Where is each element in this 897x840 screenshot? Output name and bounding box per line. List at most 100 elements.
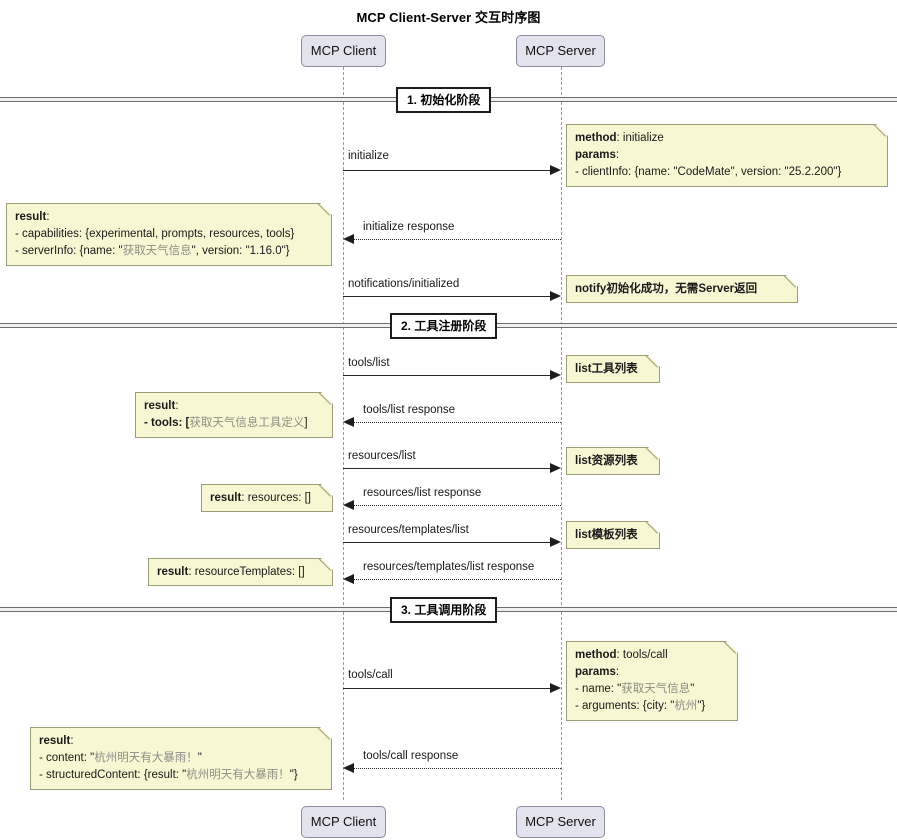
- note-line: - structuredContent: {result: "杭州明天有大暴雨！…: [39, 767, 323, 784]
- note-line: list资源列表: [575, 453, 651, 469]
- arrowhead-right-resources-templates-list: [550, 537, 561, 547]
- note-list-tools: list工具列表: [566, 355, 660, 383]
- participant-server-bottom[interactable]: MCP Server: [516, 806, 605, 838]
- note-line: - serverInfo: {name: "获取天气信息", version: …: [15, 243, 323, 260]
- note-line: method: tools/call: [575, 647, 729, 664]
- note-line: result: resourceTemplates: []: [157, 564, 324, 580]
- arrowhead-left-resources-list-response: [343, 500, 354, 510]
- note-initialize-request: method: initialize params: - clientInfo:…: [566, 124, 888, 187]
- note-text-cn: 获取天气信息: [122, 245, 192, 257]
- note-val: :: [70, 735, 74, 747]
- message-arrow-resources-templates-list: [343, 542, 553, 543]
- note-key: notify: [575, 283, 607, 295]
- note-val: :: [46, 211, 50, 223]
- arrowhead-right-notifications-initialized: [550, 291, 561, 301]
- note-key: result: [210, 492, 242, 504]
- note-line: list模板列表: [575, 527, 651, 543]
- note-text: - tools: [: [144, 417, 190, 429]
- note-text-cn: 资源列表: [591, 455, 638, 467]
- phase-divider-1: 1. 初始化阶段: [0, 87, 897, 113]
- message-label-initialize-response: initialize response: [363, 221, 455, 233]
- participant-server-top[interactable]: MCP Server: [516, 35, 605, 67]
- note-text: ": [197, 752, 202, 764]
- note-text-cn: 杭州: [674, 700, 698, 712]
- note-resources-list-response: result: resources: []: [201, 484, 333, 512]
- note-key: list: [575, 455, 592, 467]
- note-line: - arguments: {city: "杭州"}: [575, 698, 729, 715]
- note-key: params: [575, 149, 616, 161]
- arrowhead-left-resources-templates-list-response: [343, 574, 354, 584]
- phase-label-3: 3. 工具调用阶段: [390, 597, 498, 623]
- note-line: - name: "获取天气信息": [575, 681, 729, 698]
- note-text-cn: 返回: [734, 283, 758, 295]
- note-val: :: [175, 400, 179, 412]
- note-val: :: [615, 149, 620, 161]
- note-line: method: initialize: [575, 130, 879, 147]
- note-line: notify初始化成功，无需Server返回: [575, 281, 789, 297]
- note-text: "}: [289, 769, 298, 781]
- phase-divider-2: 2. 工具注册阶段: [0, 313, 897, 339]
- note-text: - content: ": [39, 752, 95, 764]
- message-arrow-resources-templates-list-response: [351, 579, 561, 580]
- note-key: params: [575, 666, 616, 678]
- note-fold-edge: [319, 203, 332, 216]
- note-val: : resources: []: [241, 492, 311, 504]
- note-line: - content: "杭州明天有大暴雨！": [39, 750, 323, 767]
- message-arrow-tools-list-response: [351, 422, 561, 423]
- message-label-initialize: initialize: [348, 150, 389, 162]
- note-val: : initialize: [616, 132, 664, 144]
- note-text-cn: 初始化成功，无需: [606, 283, 699, 295]
- message-label-tools-call: tools/call: [348, 669, 393, 681]
- note-text-cn: 工具列表: [591, 363, 638, 375]
- note-fold-edge: [319, 727, 332, 740]
- note-text-cn: 获取天气信息工具定义: [189, 417, 305, 429]
- message-label-tools-call-response: tools/call response: [363, 750, 459, 762]
- note-text: - arguments: {city: ": [575, 700, 675, 712]
- note-key: result: [15, 211, 47, 223]
- note-initialize-response: result: - capabilities: {experimental, p…: [6, 203, 332, 266]
- note-key: method: [575, 132, 617, 144]
- note-key: list: [575, 529, 592, 541]
- note-text: "}: [697, 700, 706, 712]
- message-arrow-resources-list: [343, 468, 553, 469]
- note-key: result: [157, 566, 189, 578]
- note-line: params:: [575, 147, 879, 164]
- note-line: list工具列表: [575, 361, 651, 377]
- arrowhead-right-initialize: [550, 165, 561, 175]
- note-fold-edge: [725, 641, 738, 654]
- note-text: Server: [698, 283, 735, 295]
- message-arrow-initialize-response: [351, 239, 561, 240]
- note-list-resources: list资源列表: [566, 447, 660, 475]
- message-arrow-tools-list: [343, 375, 553, 376]
- note-val: : tools/call: [616, 649, 668, 661]
- note-text: ": [690, 683, 695, 695]
- note-text: - serverInfo: {name: ": [15, 245, 123, 257]
- participant-client-bottom[interactable]: MCP Client: [301, 806, 386, 838]
- phase-label-2: 2. 工具注册阶段: [390, 313, 498, 339]
- note-text-cn: 模板列表: [591, 529, 638, 541]
- note-line: result: resources: []: [210, 490, 324, 506]
- note-list-templates: list模板列表: [566, 521, 660, 549]
- note-line: - clientInfo: {name: "CodeMate", version…: [575, 166, 842, 178]
- note-notify-initialized: notify初始化成功，无需Server返回: [566, 275, 798, 303]
- arrowhead-left-initialize-response: [343, 234, 354, 244]
- note-text-cn: 杭州明天有大暴雨！: [186, 769, 290, 781]
- note-fold-edge: [875, 124, 888, 137]
- note-text: - name: ": [575, 683, 622, 695]
- note-key: method: [575, 649, 617, 661]
- note-line: result:: [39, 733, 323, 750]
- arrowhead-left-tools-call-response: [343, 763, 354, 773]
- note-fold-edge: [320, 484, 333, 497]
- message-label-resources-templates-list-response: resources/templates/list response: [363, 561, 535, 573]
- note-fold-edge: [785, 275, 798, 288]
- note-tools-call-response: result: - content: "杭州明天有大暴雨！" - structu…: [30, 727, 332, 790]
- message-label-tools-list-response: tools/list response: [363, 404, 456, 416]
- message-arrow-resources-list-response: [351, 505, 561, 506]
- note-text-cn: 获取天气信息: [621, 683, 691, 695]
- note-tools-list-response: result: - tools: [获取天气信息工具定义]: [135, 392, 333, 438]
- participant-client-top[interactable]: MCP Client: [301, 35, 386, 67]
- note-fold-edge: [647, 521, 660, 534]
- message-label-resources-templates-list: resources/templates/list: [348, 524, 469, 536]
- lifeline-client: [343, 67, 344, 800]
